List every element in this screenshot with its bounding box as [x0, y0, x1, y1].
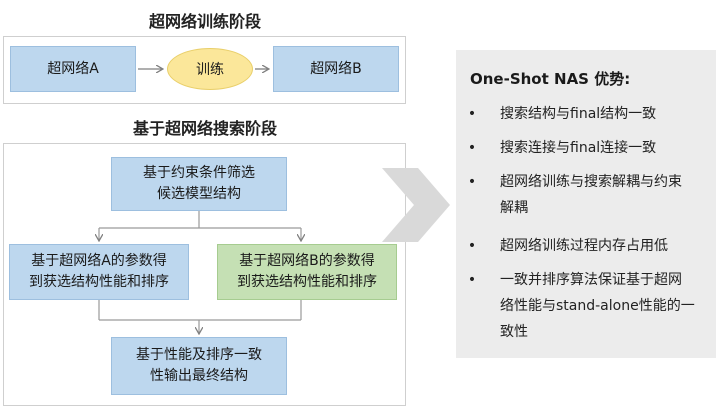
panel-title: One-Shot NAS 优势: [470, 70, 631, 88]
list-item: • 一致并排序算法保证基于超网 络性能与stand-alone性能的一 致性 [466, 268, 716, 344]
output-line-1: 基于性能及排序一致 [136, 347, 262, 363]
list-item-text: 超网络训练过程内存占用低 [500, 238, 668, 254]
bullet-icon: • [467, 140, 477, 156]
advantages-panel: One-Shot NAS 优势: • 搜索结构与final结构一致 • 搜索连接… [456, 50, 716, 358]
list-item: • 超网络训练过程内存占用低 [466, 234, 716, 258]
eval-b-line-2: 到获选结构性能和排序 [237, 274, 377, 290]
list-item-text: 络性能与stand-alone性能的一 [500, 298, 695, 314]
bullet-icon: • [467, 106, 477, 122]
list-item: • 超网络训练与搜索解耦与约束 解耦 [466, 170, 716, 218]
eval-a-box: 基于超网络A的参数得 到获选结构性能和排序 [9, 244, 189, 300]
list-item-text: 超网络训练与搜索解耦与约束 [500, 174, 682, 190]
list-item-text: 致性 [500, 324, 528, 340]
list-item-text: 解耦 [500, 200, 528, 216]
supernet-a-box: 超网络A [10, 46, 136, 92]
stage2-title: 基于超网络搜索阶段 [132, 119, 277, 138]
eval-b-box: 基于超网络B的参数得 到获选结构性能和排序 [217, 244, 397, 300]
list-item-text: 一致并排序算法保证基于超网 [500, 272, 682, 288]
list-item: • 搜索结构与final结构一致 [466, 102, 716, 126]
train-oval: 训练 [167, 48, 253, 90]
list-item-text: 搜索连接与final连接一致 [500, 140, 657, 156]
list-item-text: 搜索结构与final结构一致 [500, 106, 657, 122]
eval-b-line-1: 基于超网络B的参数得 [239, 253, 375, 269]
bullet-icon: • [467, 238, 477, 254]
bullet-icon: • [467, 272, 477, 288]
eval-a-line-2: 到获选结构性能和排序 [29, 274, 169, 290]
eval-a-line-1: 基于超网络A的参数得 [31, 253, 167, 269]
stage1-title: 超网络训练阶段 [148, 12, 261, 31]
supernet-b-box: 超网络B [273, 46, 399, 92]
filter-line-2: 候选模型结构 [157, 186, 241, 202]
big-chevron-arrow [382, 168, 450, 242]
output-box: 基于性能及排序一致 性输出最终结构 [111, 337, 287, 395]
filter-line-1: 基于约束条件筛选 [143, 165, 255, 181]
bullet-icon: • [467, 174, 477, 190]
list-item: • 搜索连接与final连接一致 [466, 136, 716, 160]
output-line-2: 性输出最终结构 [150, 368, 248, 384]
filter-box: 基于约束条件筛选 候选模型结构 [111, 157, 287, 211]
